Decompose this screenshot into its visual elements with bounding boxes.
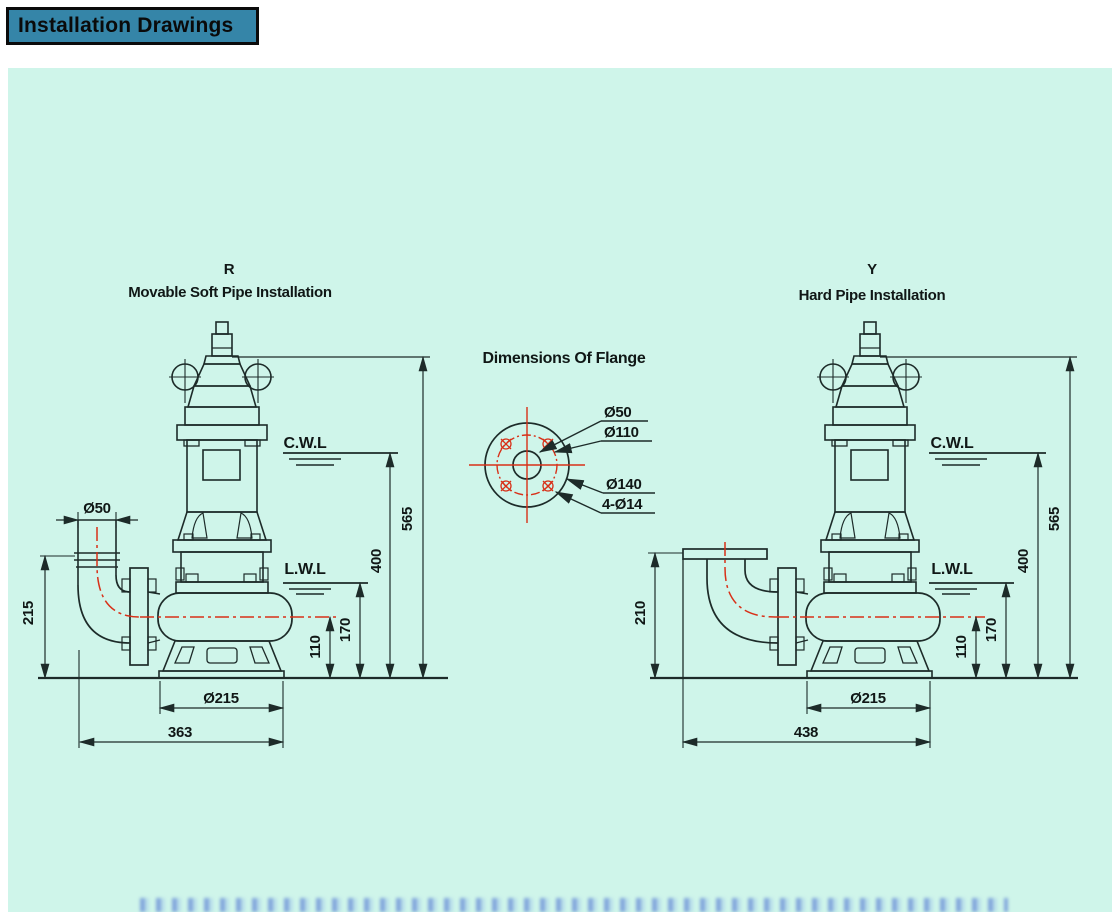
dim-215: 215 — [20, 601, 37, 625]
page-title: Installation Drawings — [18, 14, 234, 37]
dim-565-right: 565 — [1046, 507, 1063, 531]
flange-detail: Dimensions Of Flange Ø50 Ø110 Ø140 4-Ø14 — [469, 350, 655, 523]
dim-210: 210 — [632, 601, 649, 625]
page-title-bar: Installation Drawings — [6, 7, 259, 45]
flange-leaders — [538, 420, 655, 514]
dim-565-left: 565 — [399, 507, 416, 531]
cwl-mark-right — [929, 452, 1046, 466]
dim-438: 438 — [794, 724, 818, 741]
flange-dim-bolt-circle: Ø110 — [604, 424, 639, 441]
dim-363: 363 — [168, 724, 192, 741]
cwl-mark-left — [283, 452, 398, 466]
dimension-lines-right — [648, 355, 1075, 748]
dim-400-right: 400 — [1015, 549, 1032, 573]
dim-pipe-dia-left: Ø50 — [83, 500, 110, 517]
cwl-label-right: C.W.L — [931, 435, 974, 452]
lwl-mark-left — [283, 582, 368, 595]
flange-dim-outer: Ø140 — [606, 476, 642, 493]
dim-110-left: 110 — [307, 635, 324, 658]
lwl-label-right: L.W.L — [931, 561, 973, 578]
soft-pipe-elbow — [74, 519, 161, 666]
left-code: R — [224, 261, 235, 278]
cut-off-bottom-text — [140, 898, 1008, 912]
right-drawing: Y Hard Pipe Installation C.W.L L.W.L 210… — [632, 261, 1078, 748]
dim-base-dia-right: Ø215 — [850, 690, 886, 707]
dim-110-right: 110 — [953, 635, 970, 658]
lwl-label-left: L.W.L — [284, 561, 326, 578]
left-title: Movable Soft Pipe Installation — [128, 284, 332, 301]
dim-base-dia-left: Ø215 — [203, 690, 239, 707]
dimension-lines-left — [40, 355, 428, 748]
dim-170-left: 170 — [337, 618, 354, 642]
hard-pipe-elbow — [682, 548, 809, 678]
flange-title: Dimensions Of Flange — [483, 350, 646, 367]
centerline-elbow-left — [96, 527, 141, 618]
centerline-elbow-right — [724, 542, 776, 618]
flange-dim-bore: Ø50 — [604, 404, 631, 421]
left-drawing: R Movable Soft Pipe Installation C.W.L L… — [20, 261, 448, 748]
right-title: Hard Pipe Installation — [799, 287, 946, 304]
bolt-holes — [500, 438, 554, 492]
right-code: Y — [867, 261, 877, 278]
lwl-mark-right — [929, 582, 1014, 595]
dim-170-right: 170 — [983, 618, 1000, 642]
dim-400-left: 400 — [368, 549, 385, 573]
cwl-label-left: C.W.L — [284, 435, 327, 452]
flange-dim-bolt-holes: 4-Ø14 — [602, 496, 643, 513]
